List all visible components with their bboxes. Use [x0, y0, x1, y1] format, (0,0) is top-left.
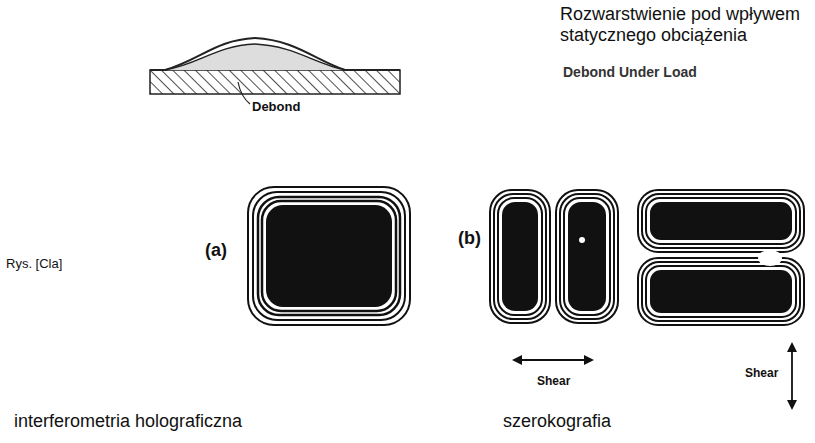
figure-reference: Rys. [Cla]	[6, 257, 62, 272]
heading-text: Rozwarstwienie pod wpływem statycznego o…	[560, 4, 810, 45]
heading-text: Debond Under Load	[563, 64, 697, 80]
shearography-lobes	[638, 190, 804, 325]
shear-arrow	[514, 359, 592, 361]
shearography-lobes	[490, 190, 618, 323]
shear-arrow	[791, 344, 793, 408]
fringe-pattern	[248, 187, 410, 325]
panel-label: (b)	[458, 228, 481, 249]
shear-label: Shear	[745, 367, 778, 381]
part-label: Debond	[252, 100, 300, 115]
panel-label: (a)	[205, 240, 227, 261]
panel-caption: szerokografia	[503, 411, 611, 432]
panel-caption: interferometria holograficzna	[14, 411, 242, 432]
shear-label: Shear	[537, 375, 570, 389]
plate-section	[150, 38, 400, 104]
